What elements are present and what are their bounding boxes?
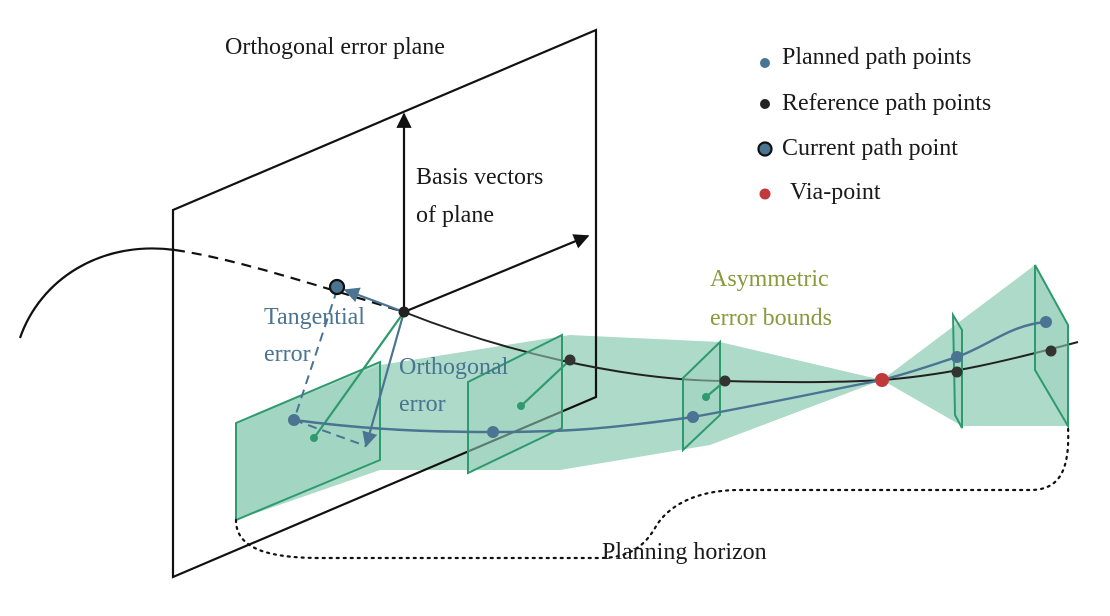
error-bounds-region: [236, 265, 1068, 520]
tangential-error-projection: [293, 289, 338, 421]
orthogonal-error-label-line2: error: [399, 391, 446, 417]
basis-vectors-label-line1: Basis vectors: [416, 164, 543, 190]
legend-label-via: Via-point: [790, 179, 881, 205]
cross-section-plane-3: [682, 339, 721, 453]
legend-marker-reference: [760, 99, 770, 109]
planned-point-1: [288, 414, 300, 426]
basis-vectors-label-line2: of plane: [416, 202, 494, 228]
orthogonal-error-label-line1: Orthogonal: [399, 354, 509, 380]
legend-label-planned: Planned path points: [782, 44, 971, 70]
orthogonal-error-arrow: [362, 311, 406, 448]
legend-label-current: Current path point: [782, 135, 958, 161]
planned-point-3: [687, 411, 699, 423]
legend-marker-planned: [760, 58, 770, 68]
planned-point-2: [487, 426, 499, 438]
asymmetric-bounds-label-line1: Asymmetric: [710, 266, 829, 292]
legend-marker-current: [757, 141, 773, 157]
orthogonal-error-plane: [171, 28, 598, 579]
legend: Planned path points Reference path point…: [757, 44, 991, 205]
cross-section-plane-2: [467, 333, 563, 475]
reference-point-5: [1045, 345, 1057, 357]
basis-vector-right: [403, 234, 590, 314]
planning-horizon-label: Planning horizon: [602, 539, 767, 565]
asymmetric-bounds-label-line2: error bounds: [710, 305, 832, 331]
error-line-green-2: [520, 359, 571, 407]
error-line-green-1: [313, 311, 405, 439]
reference-path-left-arc: [18, 247, 176, 339]
planning-horizon-brace: [234, 424, 1070, 560]
green-point-1: [310, 434, 318, 442]
reference-point-3: [719, 375, 731, 387]
tangential-error-label-line1: Tangential: [264, 304, 365, 330]
via-point: [875, 373, 889, 387]
reference-path-hidden-segment: [174, 248, 405, 314]
tangential-error-arrow: [343, 287, 405, 314]
reference-point-2: [564, 354, 576, 366]
reference-point-1: [398, 306, 410, 318]
orthogonal-error-projection: [293, 419, 367, 447]
planned-point-4: [951, 351, 963, 363]
legend-label-reference: Reference path points: [782, 90, 991, 116]
cross-section-plane-1: [235, 360, 381, 522]
plane-title: Orthogonal error plane: [225, 34, 445, 60]
green-point-3: [702, 393, 710, 401]
cross-section-plane-5: [1034, 264, 1069, 430]
legend-marker-via: [759, 188, 771, 200]
reference-point-4: [951, 366, 963, 378]
current-path-point: [328, 278, 346, 296]
planned-point-5: [1040, 316, 1052, 328]
tangential-error-label-line2: error: [264, 341, 311, 367]
green-point-2: [517, 402, 525, 410]
